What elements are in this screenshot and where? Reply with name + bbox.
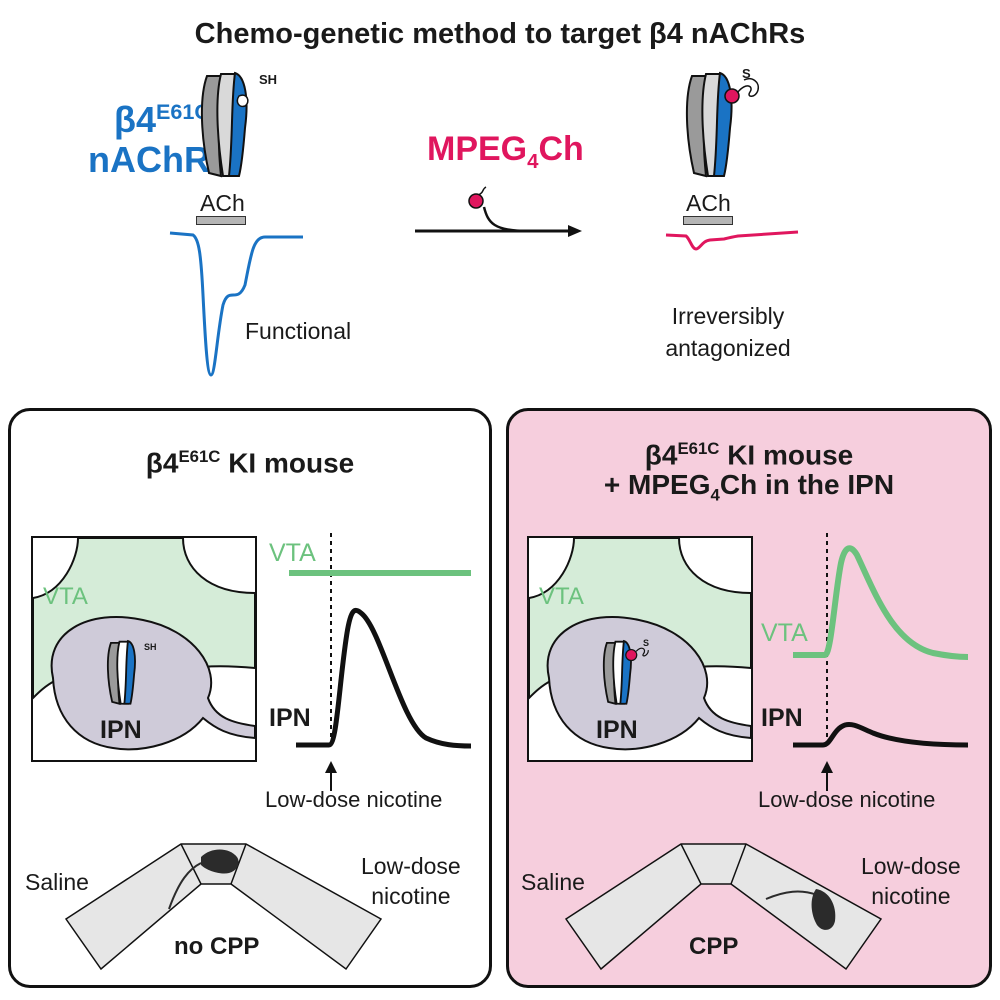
trace-ipn-label-left: IPN xyxy=(269,704,311,732)
receptor-label: β4E61C nAChR xyxy=(55,92,210,180)
irreversible-line-2: antagonized xyxy=(665,335,791,361)
receptor-icon-right-panel xyxy=(602,639,649,705)
receptor-icon-antagonized xyxy=(685,71,760,178)
receptor-label-line2: nAChR xyxy=(88,139,210,180)
ach-label-right: ACh xyxy=(686,190,731,216)
figure-title: Chemo-genetic method to target β4 nAChRs xyxy=(194,18,806,50)
saline-label-left: Saline xyxy=(25,869,89,895)
saline-label-right: Saline xyxy=(521,869,585,895)
brain-regions-right xyxy=(529,538,751,751)
vta-region-label-right: VTA xyxy=(539,583,584,610)
cpp-apparatus-right xyxy=(564,843,883,971)
sh-label-left-panel: SH xyxy=(144,642,157,652)
brain-schematic-right: VTA IPN S xyxy=(527,536,753,762)
reaction-arrow xyxy=(415,186,582,237)
low-dose-label-left: Low-dose nicotine xyxy=(361,851,461,911)
panel-left-title-sup: E61C xyxy=(178,447,221,466)
s-label-right-panel: S xyxy=(643,638,650,648)
receptor-icon-left-panel xyxy=(107,639,136,705)
panel-left-title: β4E61C KI mouse xyxy=(11,439,489,481)
irreversible-label: Irreversibly antagonized xyxy=(658,300,798,364)
result-cpp: CPP xyxy=(689,933,739,960)
ach-bar-right xyxy=(683,216,733,225)
panel-right-title-suffix: KI mouse xyxy=(719,439,854,471)
sh-label-top: SH xyxy=(259,72,278,87)
panel-left-title-suffix: KI mouse xyxy=(220,447,355,479)
trace-ipn-label-right: IPN xyxy=(761,704,803,732)
low-dose-line-1-left: Low-dose xyxy=(361,853,461,879)
reagent-sub: 4 xyxy=(527,150,539,173)
panel-right-title-base: β4 xyxy=(644,439,678,471)
low-dose-label-right: Low-dose nicotine xyxy=(861,851,961,911)
panel-right-title-sub: 4 xyxy=(710,485,720,505)
panel-right-title-sup: E61C xyxy=(677,439,720,458)
brain-schematic-left: VTA IPN SH xyxy=(31,536,257,762)
nicotine-response-traces-right xyxy=(793,533,969,791)
panel-ki-mouse: β4E61C KI mouse VTA IPN SH VTA IPN Low-d… xyxy=(8,408,492,988)
nicotine-label-right: Low-dose nicotine xyxy=(758,787,936,812)
ipn-region-label-left: IPN xyxy=(100,716,142,744)
low-dose-line-2-right: nicotine xyxy=(871,883,951,909)
irreversible-line-1: Irreversibly xyxy=(671,303,785,329)
antagonized-current-trace xyxy=(665,230,799,251)
panel-right-title-prefix: + MPEG xyxy=(603,469,711,500)
functional-label: Functional xyxy=(245,318,352,344)
trace-vta-label-left: VTA xyxy=(269,539,316,567)
reagent-label: MPEG4Ch xyxy=(427,130,584,174)
reagent-base: MPEG xyxy=(427,130,528,168)
ach-bar-left xyxy=(196,216,246,225)
low-dose-line-2-left: nicotine xyxy=(371,883,451,909)
trace-vta-label-right: VTA xyxy=(761,619,808,647)
panel-ki-mouse-mpeg: β4E61C KI mouse + MPEG4Ch in the IPN VTA… xyxy=(506,408,992,988)
functional-current-trace xyxy=(169,231,303,377)
panel-left-title-base: β4 xyxy=(145,447,179,479)
receptor-label-base: β4 xyxy=(113,99,156,140)
low-dose-line-1-right: Low-dose xyxy=(861,853,961,879)
brain-regions-left xyxy=(33,538,255,751)
ach-label-left: ACh xyxy=(200,190,245,216)
result-no-cpp: no CPP xyxy=(174,933,260,960)
receptor-icon-functional xyxy=(200,71,249,178)
panel-right-title-line-1: β4E61C KI mouse xyxy=(509,431,989,473)
nicotine-label-left: Low-dose nicotine xyxy=(265,787,443,812)
nicotine-response-traces-left xyxy=(289,533,472,791)
vta-region-label-left: VTA xyxy=(43,583,88,610)
s-label-top: S xyxy=(742,66,751,81)
ipn-region-label-right: IPN xyxy=(596,716,638,744)
panel-right-title-line-2: + MPEG4Ch in the IPN xyxy=(509,467,989,514)
reagent-suffix: Ch xyxy=(538,130,584,168)
cpp-apparatus-left xyxy=(64,843,383,971)
panel-right-title-suffix2: Ch in the IPN xyxy=(719,469,895,500)
